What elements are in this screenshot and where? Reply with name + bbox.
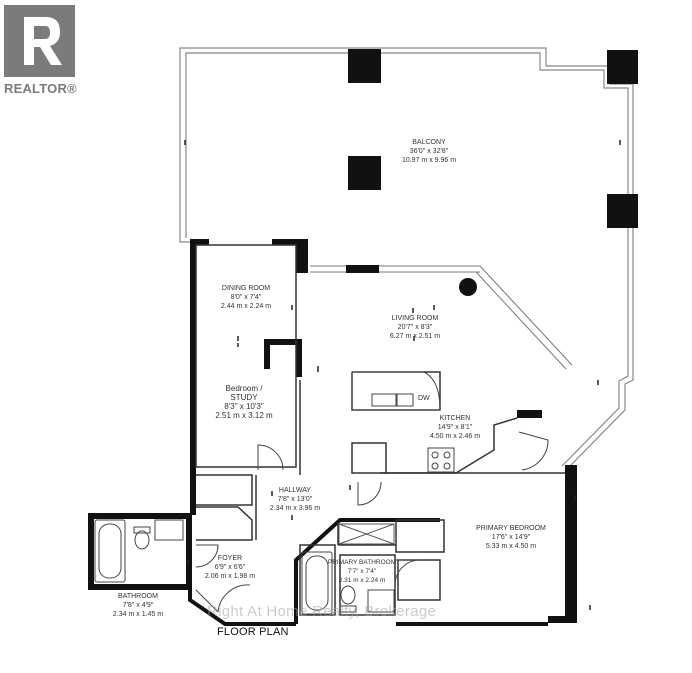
room-label-bathroom: BATHROOM 7'8" x 4'9" 2.34 m x 1.45 m [112, 593, 164, 618]
realtor-logo-mark [4, 5, 75, 77]
room-label-balcony: BALCONY 36'0" x 32'8" 10.97 m x 9.96 m [401, 139, 457, 164]
room-label-primary-bedroom: PRIMARY BEDROOM 17'6" x 14'9" 5.33 m x 4… [476, 525, 546, 550]
dishwasher-label: DW [418, 395, 430, 402]
plumbing-fixtures [133, 371, 441, 613]
realtor-logo-text: REALTOR® [4, 81, 77, 96]
room-label-bedroom-study: Bedroom / STUDY 8'3" x 10'3" 2.51 m x 3.… [215, 384, 273, 420]
room-label-hallway: HALLWAY 7'8" x 13'0" 2.34 m x 3.96 m [269, 487, 321, 512]
round-column [459, 278, 477, 296]
realtor-logo: REALTOR® [4, 5, 77, 96]
floor-plan-title: FLOOR PLAN [217, 626, 289, 638]
room-label-living-room: LIVING ROOM 20'7" x 8'3" 6.27 m x 2.51 m [389, 315, 441, 340]
room-label-dining-room: DINING ROOM 8'0" x 7'4" 2.44 m x 2.24 m [220, 285, 272, 310]
room-label-foyer: FOYER 6'9" x 6'6" 2.06 m x 1.98 m [204, 555, 256, 580]
shower [338, 523, 395, 545]
realtor-r-icon [24, 17, 62, 65]
exterior-walls [88, 239, 577, 623]
entry-walls [188, 518, 548, 626]
balcony-columns [348, 49, 638, 228]
room-label-kitchen: KITCHEN 14'9" x 8'1" 4.50 m x 2.46 m [429, 415, 481, 440]
bathtubs [94, 519, 333, 615]
tick-marks [184, 140, 621, 610]
stove [427, 447, 455, 473]
room-label-primary-bathroom: PRIMARY BATHROOM 7'7" x 7'4" 2.31 m x 2.… [327, 559, 397, 584]
brokerage-watermark: Right At Home Realty, Brokerage [207, 603, 437, 620]
door-swings [195, 431, 549, 613]
